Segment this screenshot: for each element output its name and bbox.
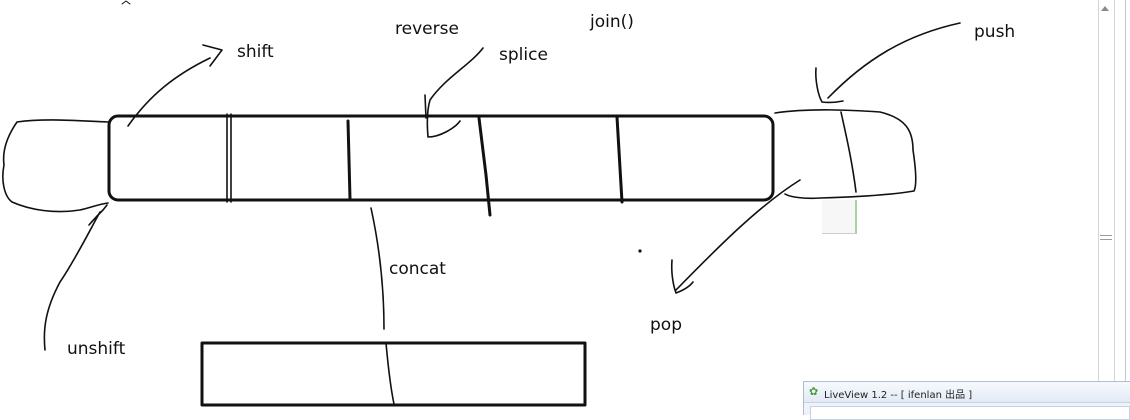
liveview-content [810, 406, 1130, 420]
liveview-title: LiveView 1.2 -- [ ifenlan 出品 ] [824, 390, 973, 401]
shift-label: shift [237, 42, 274, 62]
array-divider-2 [346, 119, 352, 201]
reverse-label: reverse [395, 19, 459, 39]
unshift-arrowhead [88, 204, 108, 226]
array-bar [107, 114, 775, 202]
stray-dot [638, 249, 642, 253]
concat-line-upper [370, 207, 385, 330]
push-arrowhead [815, 67, 844, 104]
splice-label: splice [499, 45, 548, 65]
liveview-titlebar[interactable]: ✿ LiveView 1.2 -- [ ifenlan 出品 ] [804, 382, 1130, 403]
left-extension [2, 119, 109, 213]
window-divider [1125, 0, 1126, 415]
array-divider-3 [477, 116, 492, 217]
vertical-scrollbar[interactable] [1088, 0, 1130, 415]
right-extension [774, 109, 917, 200]
unshift-arrow [43, 211, 101, 351]
gear-icon: ✿ [809, 385, 819, 398]
right-extension-divider [840, 111, 857, 193]
concat-line-lower [385, 342, 395, 405]
scroll-thumb-grip-icon[interactable] [1100, 235, 1112, 240]
pop-arrowhead [670, 259, 694, 294]
join-label: join() [590, 12, 634, 32]
unshift-label: unshift [67, 339, 126, 359]
push-arrow [827, 22, 961, 99]
concat-label: concat [389, 259, 446, 279]
pop-label: pop [650, 315, 682, 335]
shift-arrow [127, 57, 211, 127]
stray-mark [121, 0, 131, 5]
splice-tick [424, 94, 427, 119]
splice-arrow [426, 47, 484, 138]
scrollbar-track[interactable] [1098, 0, 1115, 415]
concat-box [200, 341, 587, 407]
selection-box [822, 200, 857, 234]
shift-arrowhead [202, 44, 223, 67]
array-divider-4 [615, 115, 624, 204]
pop-arrow [675, 179, 801, 291]
liveview-window[interactable]: ✿ LiveView 1.2 -- [ ifenlan 出品 ] [803, 381, 1130, 420]
scroll-up-icon[interactable] [1101, 6, 1109, 11]
push-label: push [974, 22, 1016, 42]
